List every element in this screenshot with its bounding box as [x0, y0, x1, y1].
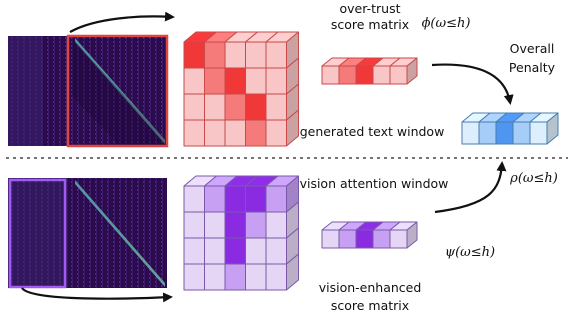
vision-row-vector	[321, 221, 418, 249]
matrix-cell	[355, 229, 374, 249]
matrix-cell	[183, 237, 205, 265]
matrix-cell	[245, 237, 267, 265]
arrow-psi-to-penalty	[434, 161, 507, 214]
matrix-cell	[372, 65, 391, 85]
matrix-cell	[224, 211, 246, 239]
matrix-cell	[245, 67, 267, 95]
matrix-cell	[245, 41, 267, 69]
matrix-cell	[183, 211, 205, 239]
matrix-cell	[245, 119, 267, 147]
over-trust-score-matrix	[183, 31, 299, 147]
matrix-cell	[245, 263, 267, 291]
matrix-cell	[224, 185, 246, 213]
matrix-cell	[224, 93, 246, 121]
matrix-cell	[389, 65, 408, 85]
matrix-cell	[245, 185, 267, 213]
matrix-cell	[372, 229, 391, 249]
matrix-cell	[204, 185, 226, 213]
matrix-cell	[204, 67, 226, 95]
matrix-cell	[265, 211, 287, 239]
vision-enhanced-label-line1: vision-enhanced	[319, 280, 422, 295]
matrix-cell	[183, 263, 205, 291]
over-trust-label-line1: over-trust	[340, 1, 401, 16]
matrix-cell	[245, 93, 267, 121]
over-trust-row-vector	[321, 57, 418, 85]
matrix-cell	[245, 211, 267, 239]
generated-text-window-box	[66, 34, 169, 148]
vision-enhanced-label-line2: score matrix	[331, 298, 409, 313]
matrix-cell	[183, 185, 205, 213]
matrix-cell	[389, 229, 408, 249]
matrix-cell	[338, 229, 357, 249]
psi-label: ψ(ω≤h)	[445, 245, 495, 260]
matrix-cell	[461, 121, 480, 145]
arrow-heatmap-to-overtrust	[69, 11, 175, 33]
overall-penalty-label-line2: Penalty	[509, 60, 556, 75]
overall-penalty-vector	[461, 112, 559, 145]
matrix-cell	[338, 65, 357, 85]
matrix-cell	[265, 41, 287, 69]
vision-attention-window-label: vision attention window	[300, 176, 449, 191]
matrix-cell	[224, 263, 246, 291]
bottom-attention-heatmap	[8, 178, 167, 288]
matrix-cell	[265, 185, 287, 213]
matrix-cell	[224, 119, 246, 147]
matrix-cell	[512, 121, 531, 145]
matrix-cell	[265, 237, 287, 265]
matrix-cell	[183, 93, 205, 121]
rho-label: ρ(ω≤h)	[509, 171, 558, 186]
matrix-cell	[321, 65, 340, 85]
matrix-cell	[224, 41, 246, 69]
generated-text-window-label: generated text window	[300, 124, 445, 139]
matrix-cell	[204, 211, 226, 239]
matrix-cell	[265, 119, 287, 147]
arrow-phi-to-penalty	[431, 63, 514, 105]
arrow-heatmap-to-vision	[21, 287, 173, 303]
matrix-cell	[204, 41, 226, 69]
over-trust-label-line2: score matrix	[331, 17, 409, 32]
top-attention-heatmap	[8, 36, 167, 146]
vision-enhanced-score-matrix	[183, 175, 299, 291]
matrix-cell	[183, 67, 205, 95]
matrix-cell	[204, 263, 226, 291]
matrix-cell	[224, 237, 246, 265]
matrix-cell	[204, 237, 226, 265]
vision-attention-window-box	[8, 178, 67, 289]
matrix-cell	[478, 121, 497, 145]
matrix-cell	[265, 67, 287, 95]
matrix-cell	[265, 263, 287, 291]
matrix-cell	[265, 93, 287, 121]
matrix-cell	[495, 121, 514, 145]
matrix-cell	[183, 119, 205, 147]
phi-label: ϕ(ω≤h)	[422, 16, 471, 31]
matrix-cell	[529, 121, 548, 145]
matrix-cell	[321, 229, 340, 249]
matrix-cell	[224, 67, 246, 95]
overall-penalty-label-line1: Overall	[510, 41, 555, 56]
matrix-cell	[355, 65, 374, 85]
matrix-cell	[204, 119, 226, 147]
matrix-cell	[183, 41, 205, 69]
matrix-cell	[204, 93, 226, 121]
